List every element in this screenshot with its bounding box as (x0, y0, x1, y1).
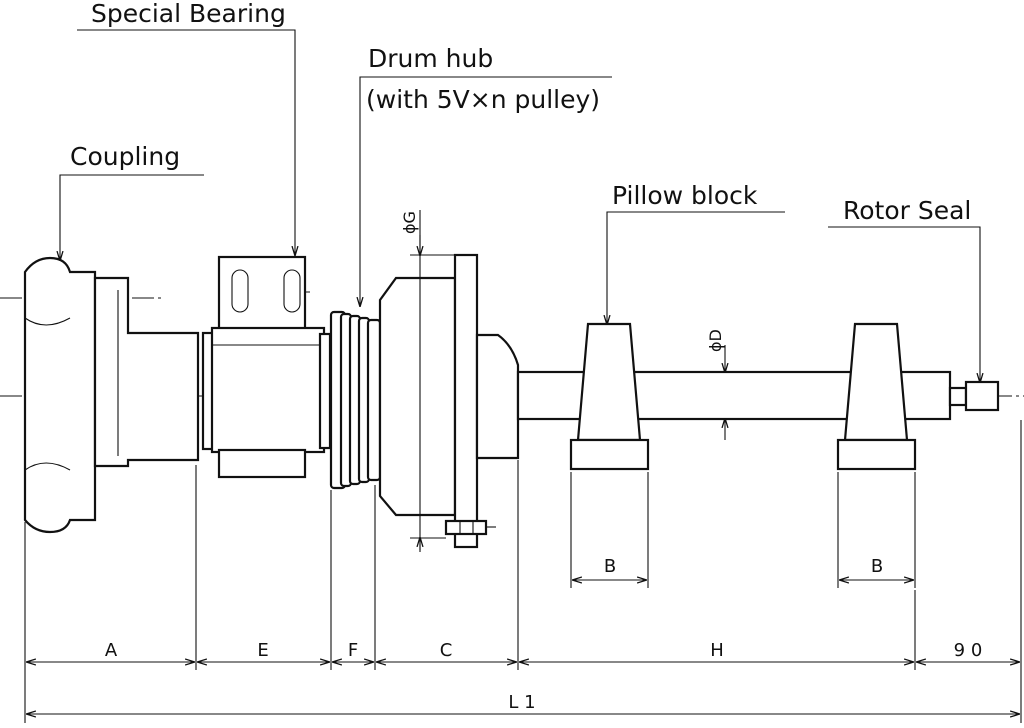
pillow-block-left (569, 322, 650, 471)
coupling (23, 256, 200, 534)
label-pillow-block: Pillow block (612, 181, 758, 210)
drum-hub (378, 253, 520, 549)
dim-f: F (348, 640, 358, 661)
leader-rotor-seal (828, 226, 980, 382)
leader-drum-hub (360, 76, 612, 306)
dim-c: C (440, 640, 453, 661)
v-belt-pulley (329, 310, 382, 490)
dim-90: 9 0 (954, 640, 983, 661)
dim-e: E (257, 640, 268, 661)
dim-phi-g: ϕG (400, 211, 419, 234)
label-coupling: Coupling (70, 142, 180, 171)
label-special-bearing: Special Bearing (91, 0, 286, 28)
leader-coupling (60, 174, 204, 260)
dim-phi-d: ϕD (706, 329, 725, 352)
dim-b-right: B (871, 556, 883, 577)
label-drum-hub: Drum hub (368, 44, 493, 73)
rotor-seal (948, 380, 1000, 412)
special-bearing (201, 255, 332, 479)
leader-pillow-block (607, 211, 785, 324)
label-rotor-seal: Rotor Seal (843, 196, 971, 225)
label-drum-hub-detail: (with 5V×n pulley) (366, 85, 600, 114)
dim-h: H (710, 640, 724, 661)
pillow-block-right (836, 322, 917, 471)
dim-l1: L 1 (508, 692, 535, 713)
dim-a: A (105, 640, 118, 661)
dim-b-left: B (604, 556, 616, 577)
leader-special-bearing (77, 29, 295, 255)
